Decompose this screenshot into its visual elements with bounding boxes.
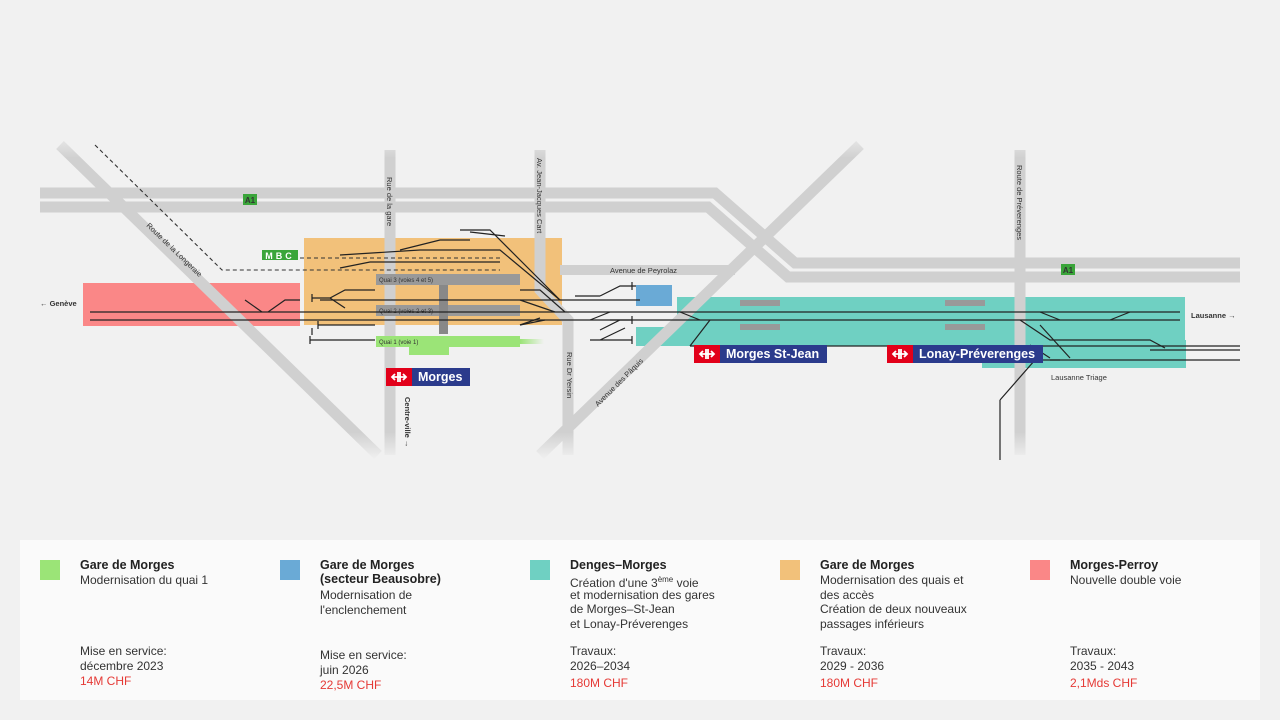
station-badge-morges-st-jean: Morges St-Jean bbox=[694, 345, 828, 363]
legend-cost: 180M CHF bbox=[820, 676, 879, 690]
legend-status: Mise en service: décembre 2023 bbox=[80, 644, 167, 673]
station-name-morges-st-jean: Morges St-Jean bbox=[720, 345, 828, 363]
legend-title: Gare de Morges bbox=[80, 558, 175, 572]
legend-desc: Modernisation des quais et des accès Cré… bbox=[820, 573, 967, 631]
road-label-avenue-des-paquis: Avenue des Pâquis bbox=[593, 356, 645, 408]
legend: Gare de Morges Modernisation du quai 1 M… bbox=[20, 540, 1260, 700]
station-badge-lonay-preverenges: Lonay-Préverenges bbox=[887, 345, 1044, 363]
legend-cost: 22,5M CHF bbox=[320, 678, 382, 692]
label-quai-3: Quai 3 (voies 4 et 5) bbox=[379, 278, 433, 284]
legend-cost: 2,1Mds CHF bbox=[1070, 676, 1138, 690]
sbb-logo-icon bbox=[694, 345, 720, 363]
platform-quai-1 bbox=[376, 336, 520, 347]
platform-quai-3 bbox=[376, 274, 520, 285]
zone-beausobre bbox=[636, 285, 672, 306]
road-avenue-des-paquis bbox=[536, 141, 864, 459]
platform-st-jean-a bbox=[740, 300, 780, 306]
direction-geneve: ← Genève bbox=[40, 299, 77, 308]
legend-item-quai-1: Gare de Morges Modernisation du quai 1 M… bbox=[40, 558, 240, 698]
legend-status: Travaux: 2035 - 2043 bbox=[1070, 644, 1135, 673]
sbb-logo-icon bbox=[887, 345, 913, 363]
railway-map: A1 A1 MBC Rue de la gare Av. Jean-Jacque… bbox=[0, 130, 1280, 460]
direction-centre-ville: Centre-ville → bbox=[403, 397, 412, 447]
legend-item-morges-perroy: Morges-Perroy Nouvelle double voie Trava… bbox=[1030, 558, 1230, 698]
legend-title: Denges–Morges bbox=[570, 558, 667, 572]
legend-desc: Nouvelle double voie bbox=[1070, 573, 1182, 587]
legend-item-beausobre: Gare de Morges (secteur Beausobre) Moder… bbox=[280, 558, 480, 698]
label-quai-1: Quai 1 (voie 1) bbox=[379, 340, 418, 346]
platform-lonay-b bbox=[945, 324, 985, 330]
road-route-de-la-longeraie bbox=[56, 141, 382, 459]
legend-status: Mise en service: juin 2026 bbox=[320, 648, 407, 677]
legend-desc: Création d'une 3ème voie bbox=[570, 575, 699, 590]
road-label-rue-dr-yersin: Rue Dr Yersin bbox=[565, 352, 574, 398]
road-label-av-jj-cart: Av. Jean-Jacques Cart bbox=[535, 158, 544, 234]
a1-badge-right bbox=[1061, 264, 1075, 275]
legend-status: Travaux: 2029 - 2036 bbox=[820, 644, 885, 673]
station-name-lonay-preverenges: Lonay-Préverenges bbox=[913, 345, 1044, 363]
legend-cost: 180M CHF bbox=[570, 676, 629, 690]
legend-title: Gare de Morges (secteur Beausobre) bbox=[320, 558, 441, 586]
roads bbox=[40, 141, 1240, 459]
platform-lonay-a bbox=[945, 300, 985, 306]
road-label-rue-de-la-gare: Rue de la gare bbox=[385, 177, 394, 226]
legend-desc: Modernisation du quai 1 bbox=[80, 573, 209, 587]
platform-quai-1-extension bbox=[409, 346, 449, 355]
platform-st-jean-b bbox=[740, 324, 780, 330]
label-quai-2: Quai 2 (voies 2 et 3) bbox=[379, 309, 433, 315]
station-badge-morges: Morges bbox=[386, 368, 471, 386]
legend-desc: et modernisation des gares de Morges–St-… bbox=[570, 587, 715, 631]
road-av-jj-cart bbox=[534, 150, 574, 455]
legend-item-gare-de-morges: Gare de Morges Modernisation des quais e… bbox=[780, 558, 980, 698]
legend-swatch-orange bbox=[780, 560, 800, 580]
legend-title: Morges-Perroy bbox=[1070, 558, 1159, 572]
underpass bbox=[439, 285, 448, 334]
zone-morges-perroy bbox=[83, 283, 300, 326]
platform-quai-1-fade bbox=[520, 339, 544, 344]
legend-title: Gare de Morges bbox=[820, 558, 915, 572]
station-name-morges: Morges bbox=[412, 368, 471, 386]
legend-swatch-teal bbox=[530, 560, 550, 580]
road-a1-south bbox=[40, 201, 1240, 283]
mbc-logo-bg bbox=[262, 250, 298, 260]
legend-cost: 14M CHF bbox=[80, 674, 132, 688]
a1-label-left: A1 bbox=[245, 196, 256, 205]
direction-lausanne: Lausanne → bbox=[1191, 311, 1236, 320]
sbb-logo-icon bbox=[386, 368, 412, 386]
road-label-avenue-de-peyrolaz: Avenue de Peyrolaz bbox=[610, 266, 677, 275]
legend-swatch-red bbox=[1030, 560, 1050, 580]
a1-label-right: A1 bbox=[1063, 266, 1074, 275]
tracks bbox=[90, 229, 1240, 460]
legend-status: Travaux: 2026–2034 bbox=[570, 644, 631, 673]
mbc-logo: MBC bbox=[265, 251, 295, 261]
legend-item-denges-morges: Denges–Morges Création d'une 3ème voie e… bbox=[530, 558, 730, 698]
legend-desc: Modernisation de l'enclenchement bbox=[320, 588, 413, 617]
mbc-line bbox=[94, 144, 500, 271]
label-lausanne-triage: Lausanne Triage bbox=[1051, 373, 1107, 382]
a1-badge-left bbox=[243, 194, 257, 205]
legend-swatch-green bbox=[40, 560, 60, 580]
road-label-route-de-preverenges: Route de Préverenges bbox=[1015, 165, 1024, 240]
road-label-route-de-la-longeraie: Route de la Longeraie bbox=[145, 221, 204, 279]
legend-swatch-blue bbox=[280, 560, 300, 580]
